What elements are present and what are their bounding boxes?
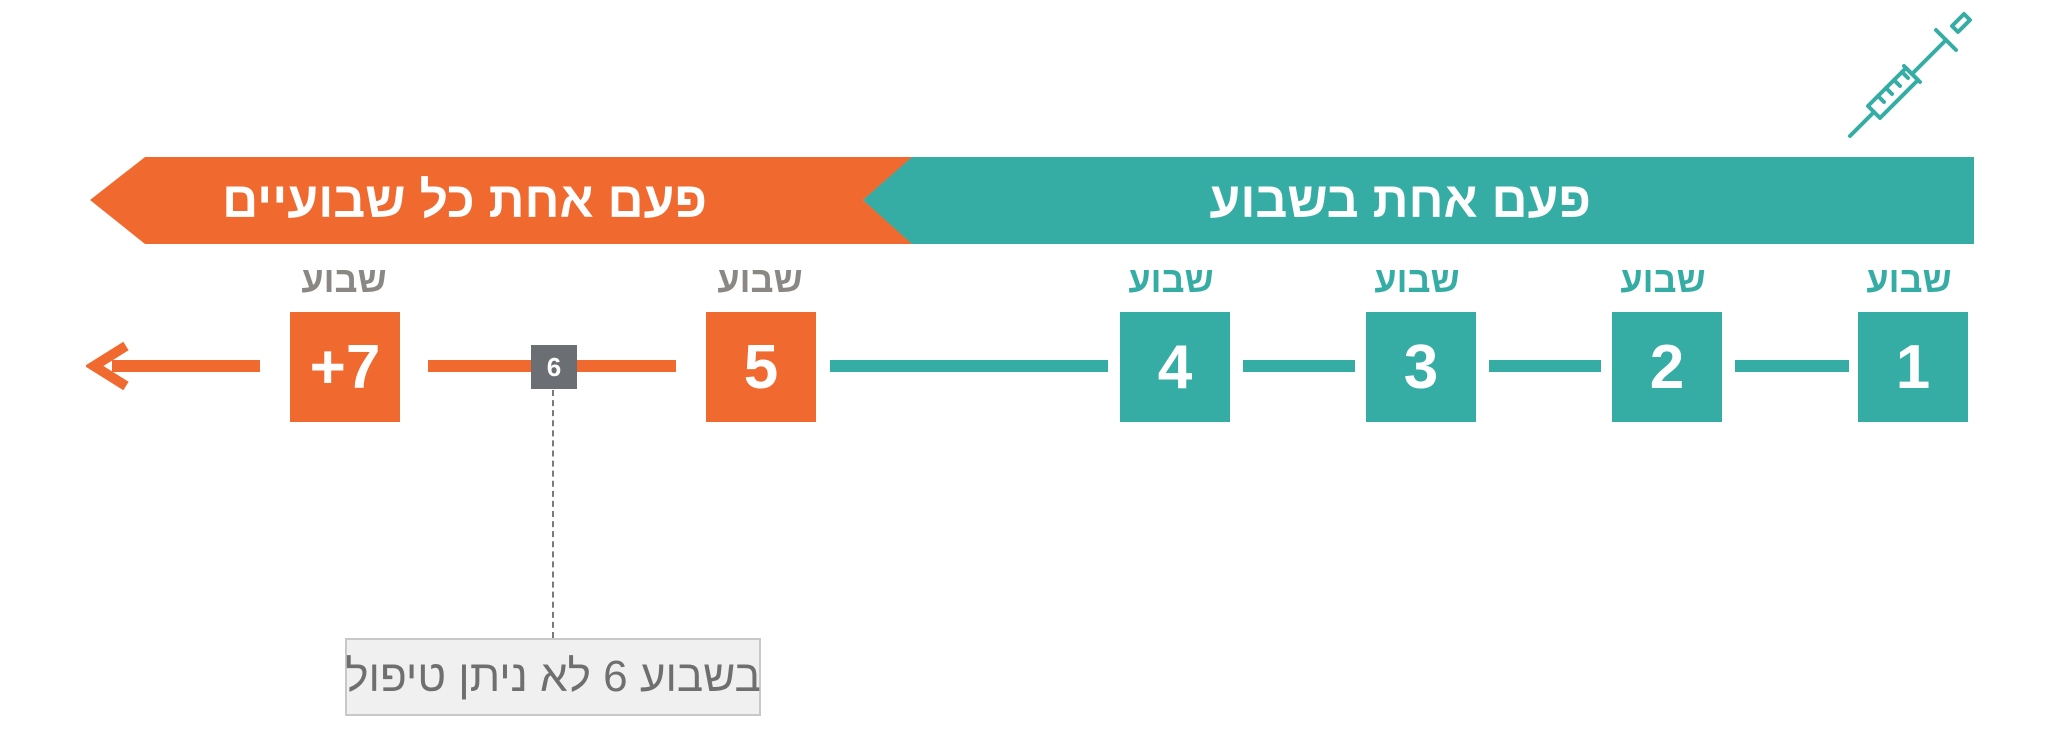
weekly-banner-text: פעם אחת בשבוע [1209, 172, 1591, 228]
week-box-3: 3 [1366, 312, 1476, 422]
week-box-5: 5 [706, 312, 816, 422]
week-label: שבוע [717, 259, 803, 300]
week-label: שבוע [1866, 259, 1952, 300]
week-box-4: 4 [1120, 312, 1230, 422]
skipped-week-marker: 6 [531, 345, 577, 389]
week-box-2: 2 [1612, 312, 1722, 422]
arrow-left-icon [86, 341, 129, 391]
week-box-7-plus: +7 [290, 312, 400, 422]
week-label: שבוע [1128, 259, 1214, 300]
week-box-1: 1 [1858, 312, 1968, 422]
banner-shapes [90, 157, 1974, 244]
biweekly-banner-text: פעם אחת כל שבועיים [222, 172, 707, 228]
connector-line [830, 360, 1108, 372]
connector-line [1243, 360, 1355, 372]
dashed-leader-line [552, 390, 554, 638]
week-label: שבוע [1374, 259, 1460, 300]
week-label: שבוע [301, 259, 387, 300]
syringe-icon [1848, 12, 1972, 138]
connector-line [1735, 360, 1849, 372]
connector-line [112, 360, 260, 372]
week-label: שבוע [1620, 259, 1706, 300]
weekly-banner [863, 157, 1974, 244]
biweekly-banner [90, 157, 912, 244]
skipped-week-note: בשבוע 6 לא ניתן טיפול [345, 638, 761, 716]
connector-line [1489, 360, 1601, 372]
